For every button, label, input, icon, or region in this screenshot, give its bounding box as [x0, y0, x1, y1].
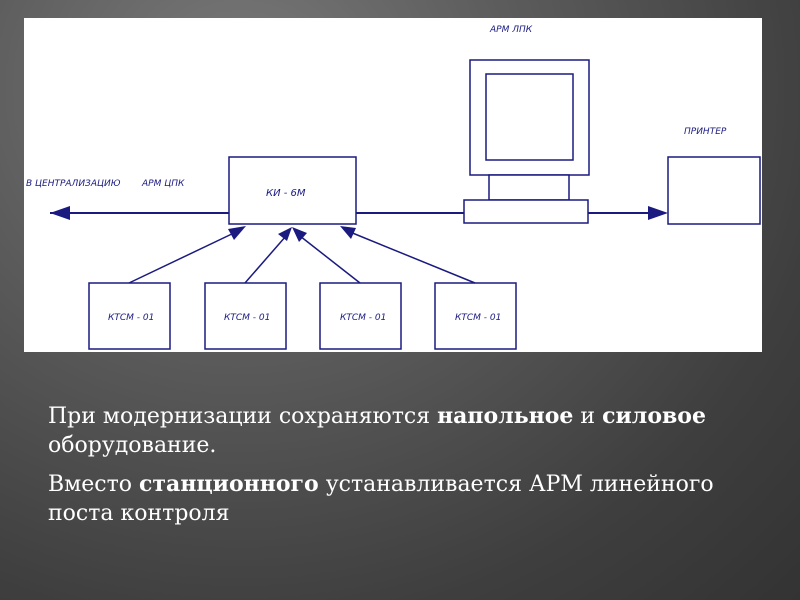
bullet-list: При модернизации сохраняются напольное и… — [40, 402, 760, 538]
monitor-stand — [488, 174, 570, 201]
ktsm-label-2: КТСМ - 01 — [224, 313, 270, 323]
bullet-1-bold-power: силовое — [602, 403, 706, 429]
connector-ktsm-1 — [128, 231, 237, 284]
ki-label: КИ - 6М — [266, 188, 306, 199]
arrow-ktsm-4-head — [340, 226, 356, 239]
ki-box — [228, 156, 357, 225]
computer-base — [463, 199, 589, 224]
bullet-1-bold-floor: напольное — [437, 403, 574, 429]
bullet-1-text-1: При модернизации сохраняются — [48, 404, 438, 429]
computer-icon — [463, 59, 590, 224]
arrow-ktsm-2-head — [278, 227, 292, 241]
connector-ktsm-2 — [244, 235, 287, 284]
bullet-item-1: При модернизации сохраняются напольное и… — [40, 402, 760, 460]
ktsm-box-3 — [319, 282, 402, 350]
arrow-ktsm-3-head — [292, 227, 307, 242]
arrow-printer-head — [648, 206, 668, 220]
arm-dpk-label: АРМ ЦПК — [141, 179, 185, 189]
block-diagram: КИ - 6М В ЦЕНТРАЛИЗАЦИЮ АРМ ЦПК АРМ ЛПК … — [26, 25, 761, 350]
bullet-2-text-1: Вместо — [48, 472, 140, 497]
connector-ktsm-3 — [299, 235, 361, 284]
diagram-panel: КИ - 6М В ЦЕНТРАЛИЗАЦИЮ АРМ ЦПК АРМ ЛПК … — [24, 18, 762, 352]
printer-label: ПРИНТЕР — [684, 127, 727, 137]
centralization-label: В ЦЕНТРАЛИЗАЦИЮ — [26, 179, 121, 189]
bullet-item-2: Вместо станционного устанавливается АРМ … — [40, 470, 760, 528]
monitor-screen — [485, 73, 574, 161]
ktsm-label-4: КТСМ - 01 — [455, 313, 501, 323]
arrow-ktsm-1-head — [228, 226, 246, 240]
ktsm-box-1 — [88, 282, 171, 350]
bullet-1-text-3: оборудование. — [48, 433, 217, 458]
bullet-1-text-2: и — [573, 404, 603, 429]
printer-box — [667, 156, 761, 225]
bullet-2-bold-station: станционного — [139, 471, 319, 497]
ktsm-box-2 — [204, 282, 287, 350]
ktsm-label-1: КТСМ - 01 — [108, 313, 154, 323]
ktsm-box-4 — [434, 282, 517, 350]
bullet-2-text-2: устанавливается АРМ линейного поста конт… — [48, 472, 714, 526]
ktsm-label-3: КТСМ - 01 — [340, 313, 386, 323]
arm-lpk-label: АРМ ЛПК — [489, 25, 533, 35]
connector-ktsm-4 — [349, 231, 476, 284]
arrow-left-head — [50, 206, 70, 220]
